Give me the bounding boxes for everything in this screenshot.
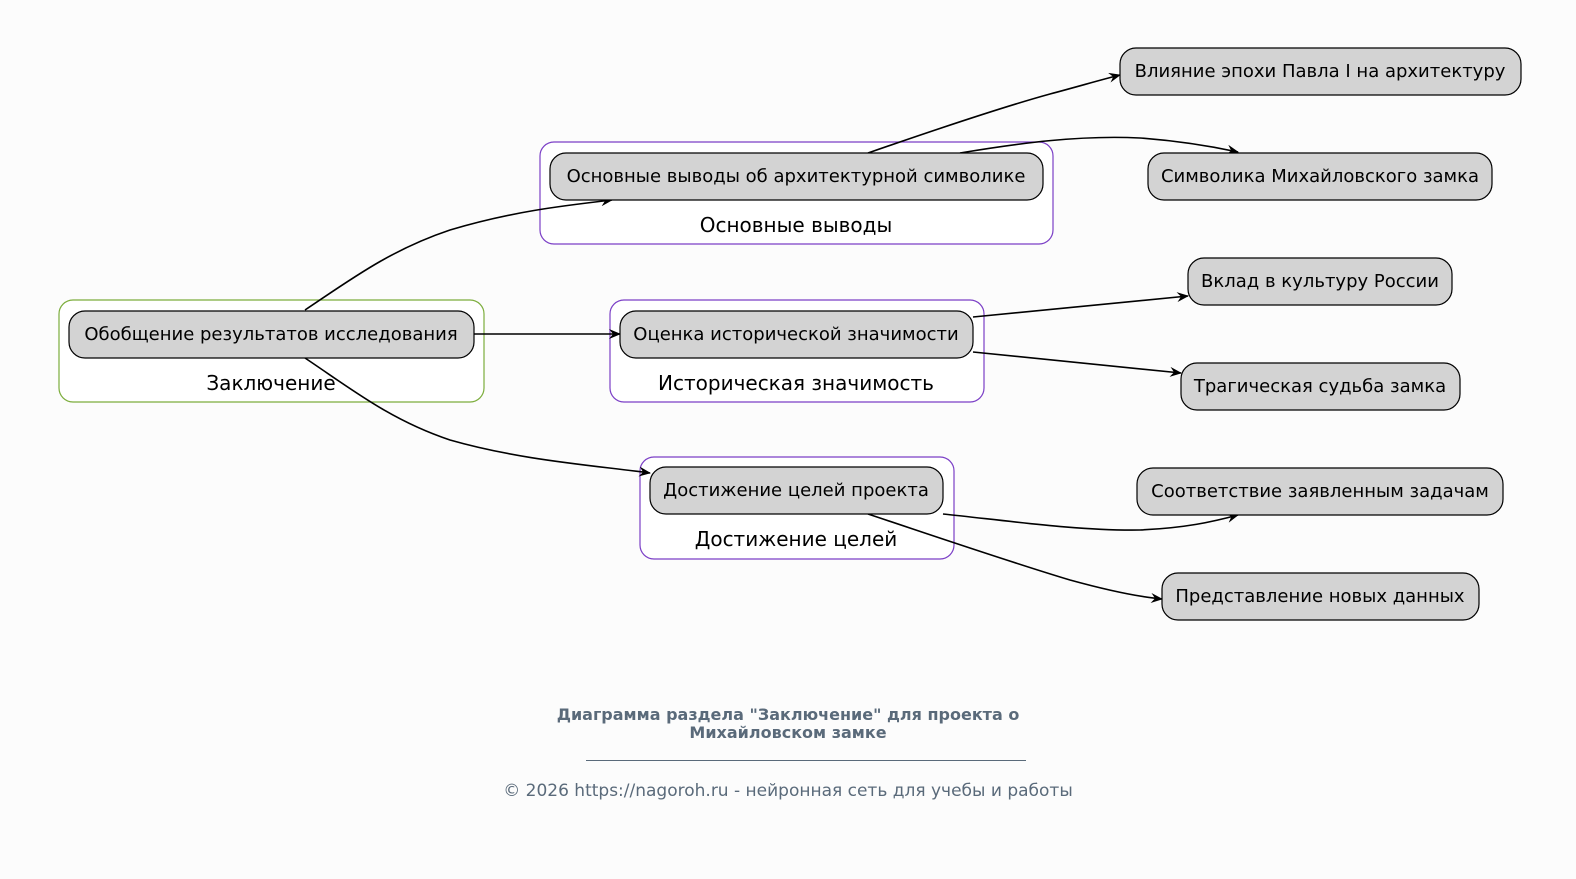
caption-divider (586, 760, 1026, 761)
node-main-conclusions[interactable]: Основные выводы об архитектурной символи… (549, 152, 1044, 201)
node-pavel-era[interactable]: Влияние эпохи Павла I на архитектуру (1119, 47, 1522, 96)
node-new-data-label: Представление новых данных (1175, 586, 1465, 607)
edge-historical-to-fate (972, 351, 1182, 377)
node-pavel-era-label: Влияние эпохи Павла I на архитектуру (1135, 61, 1506, 82)
node-fate-label: Трагическая судьба замка (1193, 376, 1446, 397)
cluster-main-conclusions-label: Основные выводы (700, 213, 893, 237)
node-summary[interactable]: Обобщение результатов исследования (68, 310, 475, 359)
edge-summary-to-main (304, 196, 613, 311)
node-main-conclusions-label: Основные выводы об архитектурной символи… (567, 166, 1026, 187)
edge-goals-to-newdata (867, 513, 1163, 603)
node-tasks-label: Соответствие заявленным задачам (1151, 481, 1489, 502)
edge-historical-to-culture (972, 292, 1189, 318)
node-fate[interactable]: Трагическая судьба замка (1180, 362, 1461, 411)
node-culture[interactable]: Вклад в культуру России (1187, 257, 1453, 306)
cluster-historical-significance-label: Историческая значимость (658, 371, 934, 395)
edge-summary-to-goals (304, 357, 651, 477)
node-historical-assessment-label: Оценка исторической значимости (633, 324, 958, 345)
diagram-caption: Диаграмма раздела "Заключение" для проек… (0, 706, 1576, 742)
edge-goals-to-tasks (942, 513, 1239, 531)
edge-main-to-pavel (867, 72, 1121, 154)
caption-line-1: Диаграмма раздела "Заключение" для проек… (556, 705, 1020, 724)
node-culture-label: Вклад в культуру России (1201, 271, 1439, 292)
node-tasks[interactable]: Соответствие заявленным задачам (1136, 467, 1504, 516)
node-symbolics-label: Символика Михайловского замка (1161, 166, 1479, 187)
cluster-conclusion-label: Заключение (206, 371, 335, 395)
node-goals[interactable]: Достижение целей проекта (649, 466, 944, 515)
node-symbolics[interactable]: Символика Михайловского замка (1147, 152, 1493, 201)
node-goals-label: Достижение целей проекта (663, 480, 929, 501)
node-new-data[interactable]: Представление новых данных (1161, 572, 1480, 621)
copyright-text: © 2026 https://nagoroh.ru - нейронная се… (503, 781, 1073, 801)
caption-line-2: Михайловском замке (689, 723, 887, 742)
node-historical-assessment[interactable]: Оценка исторической значимости (619, 310, 974, 359)
cluster-goals-achievement-label: Достижение целей (695, 527, 898, 551)
node-summary-label: Обобщение результатов исследования (84, 324, 457, 345)
edge-main-to-symbolics (959, 136, 1239, 155)
